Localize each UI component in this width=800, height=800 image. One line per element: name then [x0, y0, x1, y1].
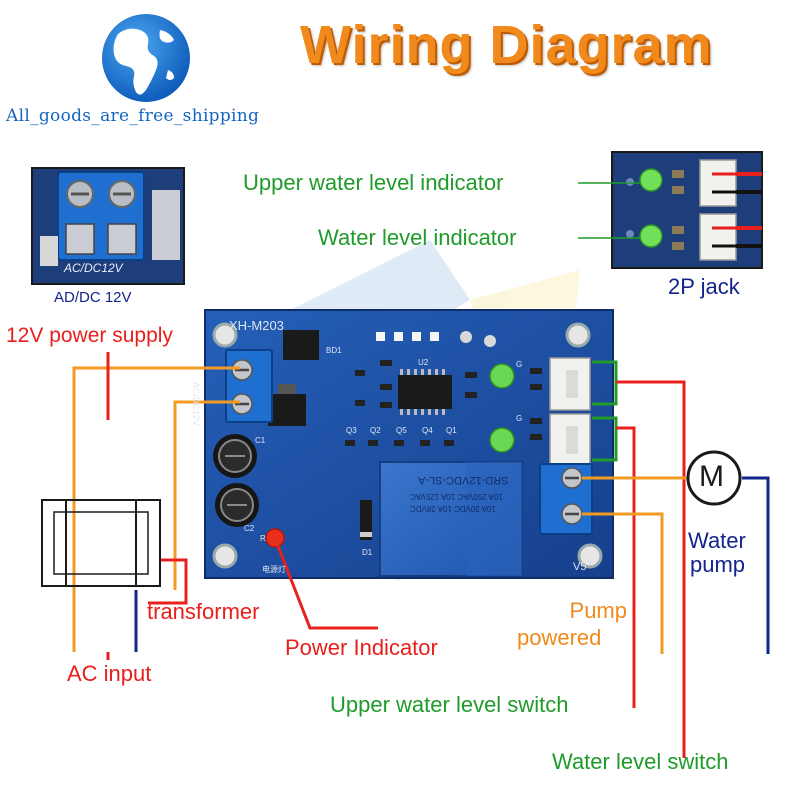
- controller-board: [204, 309, 614, 579]
- input-terminal: [225, 349, 273, 423]
- transformer-label: transformer: [147, 599, 260, 624]
- water-pump-label-line1: Water: [688, 528, 746, 553]
- power-indicator-label: Power Indicator: [285, 635, 438, 660]
- silk-q1: Q1: [446, 426, 457, 435]
- pump-return-wire: [742, 476, 770, 654]
- power-led: [265, 528, 285, 548]
- power-indicator-leader: [276, 545, 378, 630]
- upper-switch-label: Upper water level switch: [330, 692, 569, 717]
- upper-indicator-label: Upper water level indicator: [243, 170, 504, 195]
- relay-spec-2: 10A 30VDC 10A 28VDC: [410, 504, 496, 513]
- pin-header: [376, 332, 439, 341]
- power-inset-silk: AC/DC12V: [64, 261, 123, 275]
- jack-inset-caption: 2P jack: [668, 274, 740, 299]
- silk-q5: Q5: [396, 426, 407, 435]
- silk-u2: U2: [418, 358, 429, 367]
- diode-d1: [360, 500, 372, 540]
- silk-g-lower: G: [516, 414, 523, 423]
- silk-power-led: 电源灯: [262, 565, 286, 574]
- capacitor-c1: [213, 434, 257, 478]
- board-model: XH-M203: [229, 318, 284, 333]
- water-pump-label-line2: pump: [690, 552, 746, 577]
- relay-model: SRD-12VDC-SL-A: [418, 474, 509, 486]
- upper-switch-wire: [616, 426, 636, 708]
- board-input-silk: AC/DC12V: [191, 382, 201, 427]
- motor-letter: M: [699, 460, 724, 493]
- pump-terminal: [539, 463, 593, 535]
- water-level-led: [489, 427, 515, 453]
- silk-r: R: [260, 534, 266, 543]
- capacitor-c2: [215, 483, 259, 527]
- jack-inset: [611, 151, 763, 269]
- silk-q3: Q3: [346, 426, 357, 435]
- silk-q4: Q4: [422, 426, 433, 435]
- silk-q2: Q2: [370, 426, 381, 435]
- silk-c2: C2: [244, 524, 255, 533]
- ic-u2: [398, 369, 452, 415]
- pump-powered-label-line2: powered: [517, 625, 602, 650]
- water-switch-label: Water level switch: [552, 749, 729, 774]
- water-jack-bracket: [592, 416, 618, 462]
- silk-g-upper: G: [516, 360, 523, 369]
- silk-c1: C1: [255, 436, 266, 445]
- upper-level-led: [489, 363, 515, 389]
- brand-tagline: All_goods_are_free_shipping: [6, 106, 260, 126]
- motor-symbol: [686, 450, 742, 506]
- silk-d1: D1: [362, 548, 373, 557]
- water-switch-jack: [549, 413, 591, 467]
- power-inset-caption: AD/DC 12V: [54, 289, 132, 306]
- supply-wire-top: [72, 366, 240, 622]
- silk-bd1: BD1: [326, 346, 342, 355]
- pump-wire-bottom: [582, 512, 664, 654]
- relay-spec-1: 10A 250VAC 10A 125VAC: [410, 492, 503, 501]
- water-indicator-label: Water level indicator: [318, 225, 517, 250]
- supply-wire-bottom: [173, 400, 240, 590]
- transformer-leader: [148, 558, 188, 605]
- pump-powered-label-line1: Pump: [569, 598, 627, 623]
- board-version: V5: [573, 561, 587, 573]
- transformer: [41, 499, 161, 587]
- relay: [379, 461, 523, 577]
- water-switch-wire: [616, 380, 686, 758]
- power-supply-label: 12V power supply: [6, 324, 173, 347]
- ac-input-label: AC input: [67, 661, 152, 686]
- power-terminal-inset: [31, 167, 185, 285]
- globe-logo: [102, 14, 190, 102]
- diagram-title: Wiring Diagram: [300, 15, 713, 75]
